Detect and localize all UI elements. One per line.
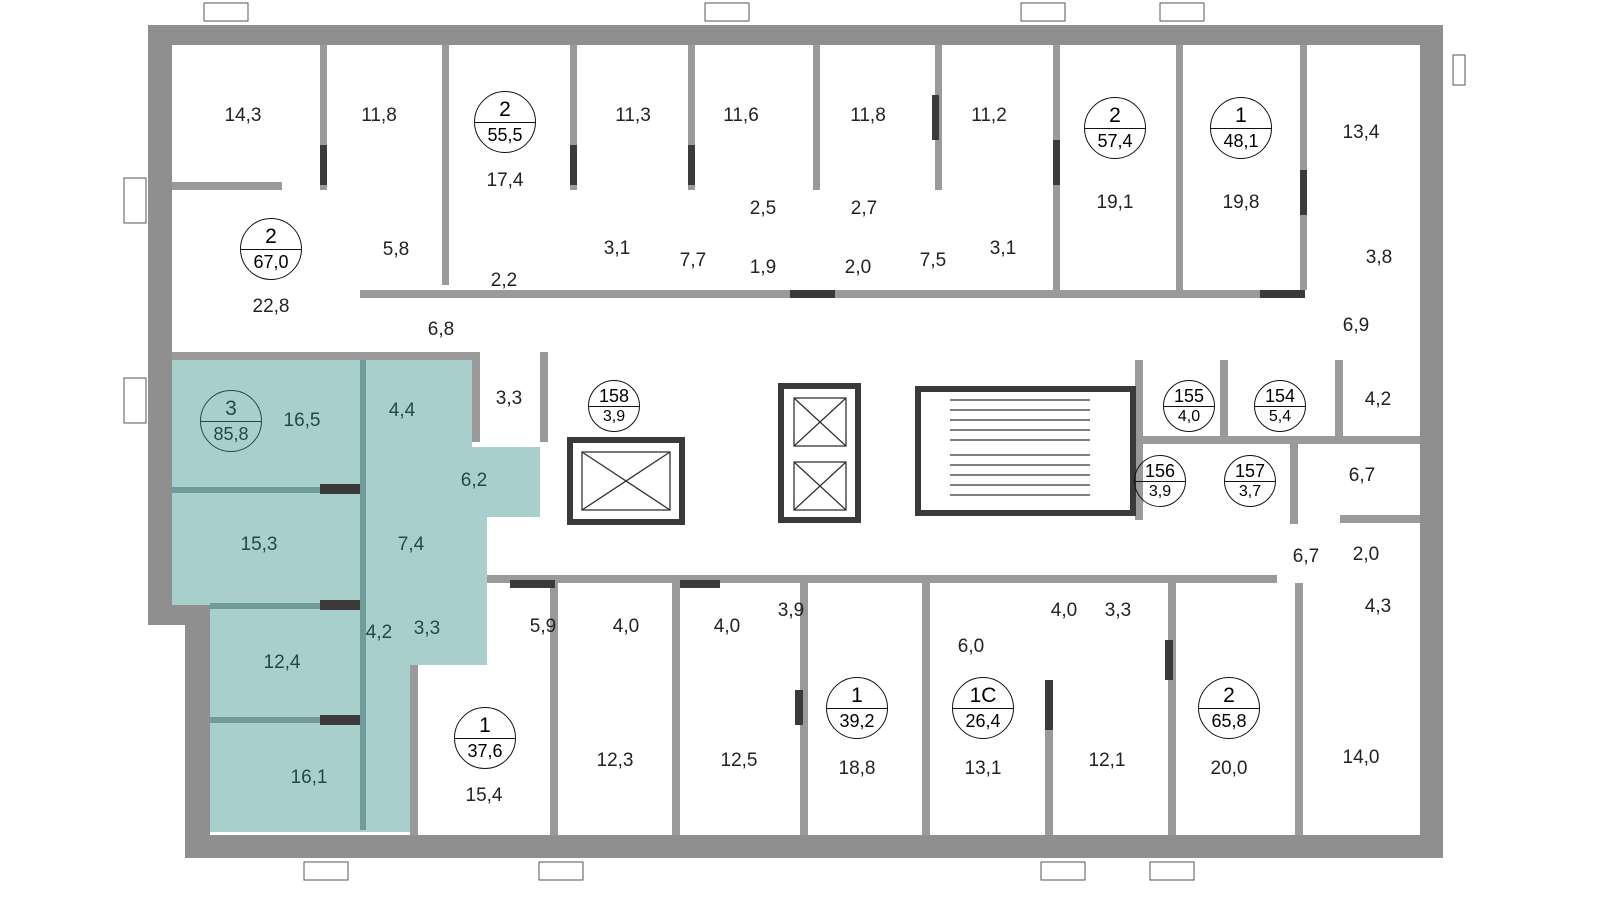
storage-number: 158 bbox=[589, 386, 639, 407]
room-area: 3,8 bbox=[1365, 247, 1393, 268]
apartment-area: 37,6 bbox=[467, 740, 503, 761]
apartment-rooms: 3 bbox=[201, 397, 261, 422]
room-area: 12,4 bbox=[263, 652, 301, 673]
room-area: 16,1 bbox=[290, 767, 328, 788]
room-area: 19,1 bbox=[1096, 192, 1134, 213]
apartment-rooms: 1 bbox=[827, 684, 887, 709]
room-area: 7,7 bbox=[679, 250, 707, 271]
room-area: 11,2 bbox=[971, 105, 1007, 126]
apartment-rooms: 2 bbox=[241, 225, 301, 250]
room-area: 22,8 bbox=[252, 296, 290, 317]
room-area: 15,4 bbox=[465, 785, 503, 806]
storage-area: 3,7 bbox=[1238, 482, 1262, 500]
room-area: 12,5 bbox=[720, 750, 758, 771]
room-area: 4,3 bbox=[1364, 596, 1392, 617]
room-area: 6,8 bbox=[427, 319, 455, 340]
room-area: 2,2 bbox=[490, 270, 518, 291]
room-area: 5,8 bbox=[382, 239, 410, 260]
room-area: 6,7 bbox=[1348, 465, 1376, 486]
room-area: 4,2 bbox=[365, 622, 393, 643]
apartment-area: 55,5 bbox=[487, 124, 523, 145]
apartment-rooms: 2 bbox=[1199, 684, 1259, 709]
room-area: 12,3 bbox=[596, 750, 634, 771]
storage-area: 4,0 bbox=[1177, 407, 1201, 425]
room-area: 4,4 bbox=[388, 400, 416, 421]
room-area: 4,2 bbox=[1364, 389, 1392, 410]
room-area: 18,8 bbox=[838, 758, 876, 779]
apartment-rooms: 1С bbox=[953, 684, 1013, 709]
room-area: 6,0 bbox=[957, 636, 985, 657]
apartment-area: 85,8 bbox=[213, 423, 249, 444]
room-area: 14,0 bbox=[1342, 747, 1380, 768]
apartment-rooms: 2 bbox=[475, 98, 535, 123]
outer-walls bbox=[148, 25, 1443, 858]
room-area: 3,3 bbox=[413, 618, 441, 639]
room-area: 17,4 bbox=[486, 170, 524, 191]
storage-area: 3,9 bbox=[1148, 482, 1172, 500]
room-area: 4,0 bbox=[1050, 600, 1078, 621]
room-area: 5,9 bbox=[529, 616, 557, 637]
structural-columns bbox=[320, 95, 1307, 730]
room-area: 4,0 bbox=[713, 616, 741, 637]
room-area: 2,0 bbox=[844, 257, 872, 278]
room-area: 1,9 bbox=[749, 257, 777, 278]
apartment-rooms: 2 bbox=[1085, 104, 1145, 129]
room-area: 3,1 bbox=[989, 238, 1017, 259]
apartment-rooms: 1 bbox=[1211, 104, 1271, 129]
storage-number: 154 bbox=[1255, 386, 1305, 407]
room-area: 3,3 bbox=[495, 388, 523, 409]
room-area: 7,4 bbox=[397, 534, 425, 555]
room-area: 3,3 bbox=[1104, 600, 1132, 621]
room-area: 6,9 bbox=[1342, 315, 1370, 336]
room-area: 6,7 bbox=[1292, 546, 1320, 567]
room-area: 11,8 bbox=[850, 105, 886, 126]
room-area: 3,1 bbox=[603, 238, 631, 259]
room-area: 2,5 bbox=[749, 198, 777, 219]
room-area: 16,5 bbox=[283, 410, 321, 431]
room-area: 4,0 bbox=[612, 616, 640, 637]
room-area: 3,9 bbox=[777, 600, 805, 621]
storage-area: 5,4 bbox=[1268, 407, 1292, 425]
apartment-rooms: 1 bbox=[455, 714, 515, 739]
room-area: 7,5 bbox=[919, 250, 947, 271]
room-area: 2,0 bbox=[1352, 544, 1380, 565]
apartment-area: 39,2 bbox=[839, 710, 875, 731]
apartment-area: 57,4 bbox=[1097, 130, 1133, 151]
highlighted-apartment-3-room[interactable] bbox=[172, 360, 540, 832]
room-area: 14,3 bbox=[224, 105, 262, 126]
storage-number: 157 bbox=[1225, 461, 1275, 482]
storage-area: 3,9 bbox=[602, 407, 626, 425]
room-area: 2,7 bbox=[850, 198, 878, 219]
apartment-area: 26,4 bbox=[965, 710, 1001, 731]
room-area: 19,8 bbox=[1222, 192, 1260, 213]
room-area: 15,3 bbox=[240, 534, 278, 555]
apartment-area: 48,1 bbox=[1223, 130, 1259, 151]
room-area: 6,2 bbox=[460, 470, 488, 491]
apartment-area: 67,0 bbox=[253, 251, 289, 272]
storage-number: 155 bbox=[1164, 386, 1214, 407]
room-area: 13,4 bbox=[1342, 122, 1380, 143]
room-area: 11,8 bbox=[361, 105, 397, 126]
room-area: 11,3 bbox=[615, 105, 651, 126]
room-area: 12,1 bbox=[1088, 750, 1126, 771]
storage-number: 156 bbox=[1135, 461, 1185, 482]
room-area: 11,6 bbox=[723, 105, 759, 126]
apartment-area: 65,8 bbox=[1211, 710, 1247, 731]
room-area: 13,1 bbox=[964, 758, 1002, 779]
room-area: 20,0 bbox=[1210, 758, 1248, 779]
